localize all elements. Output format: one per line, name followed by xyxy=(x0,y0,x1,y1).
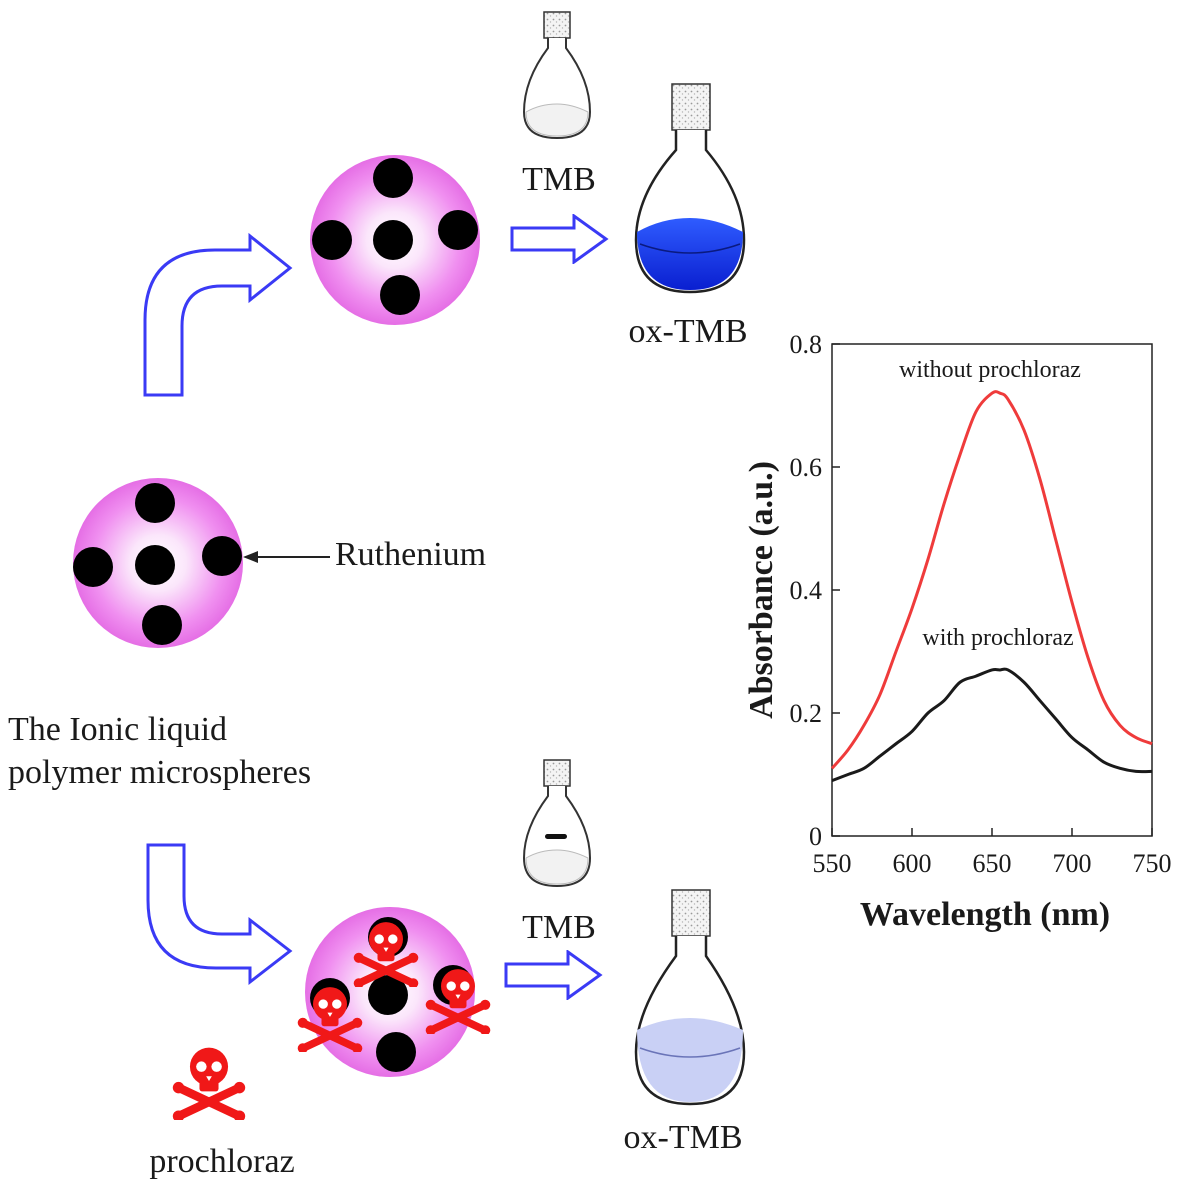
x-tick-label: 750 xyxy=(1133,849,1172,878)
microsphere-top xyxy=(310,155,480,325)
ruthenium-label: Ruthenium xyxy=(335,536,486,573)
oxtmb-label-top: ox-TMB xyxy=(629,313,748,350)
y-tick-label: 0.6 xyxy=(790,453,823,482)
x-tick-label: 600 xyxy=(893,849,932,878)
flask-tmb-top xyxy=(522,11,592,140)
microsphere-bottom xyxy=(298,907,491,1077)
flask-tmb-bottom xyxy=(522,759,592,888)
x-tick-label: 550 xyxy=(813,849,852,878)
microspheres-label-line1: The Ionic liquid xyxy=(8,711,227,748)
y-tick-label: 0.4 xyxy=(790,576,823,605)
y-tick-label: 0.8 xyxy=(790,330,823,359)
flask-oxtmb-bottom xyxy=(634,889,746,1106)
series-label-without: without prochloraz xyxy=(899,357,1081,383)
flask-oxtmb-top xyxy=(634,83,746,294)
absorbance-chart: 0 0.2 0.4 0.6 0.8 550 600 650 700 750 without pr… xyxy=(743,330,1172,933)
tmb-label-bottom: TMB xyxy=(522,909,596,946)
y-axis-title: Absorbance (a.u.) xyxy=(743,461,780,719)
series-lines xyxy=(830,390,1153,783)
arrow-right-bottom xyxy=(504,950,602,1000)
tmb-label-top: TMB xyxy=(522,161,596,198)
series-line-without-prochloraz xyxy=(830,390,1153,770)
ruthenium-pointer-arrow xyxy=(243,551,330,563)
prochloraz-skull-icon xyxy=(173,1048,245,1122)
bent-arrow-up-right xyxy=(143,232,293,397)
series-line-with-prochloraz xyxy=(831,667,1153,783)
series-label-with: with prochloraz xyxy=(922,625,1073,651)
microspheres-label-line2: polymer microspheres xyxy=(8,754,311,791)
y-tick-label: 0.2 xyxy=(790,699,823,728)
arrow-right-top xyxy=(510,214,608,264)
bent-arrow-down-right xyxy=(146,843,293,986)
x-axis-ticks: 550 600 650 700 750 xyxy=(813,828,1172,878)
prochloraz-label: prochloraz xyxy=(149,1143,294,1180)
microsphere-middle xyxy=(73,478,243,648)
x-tick-label: 650 xyxy=(973,849,1012,878)
oxtmb-label-bottom: ox-TMB xyxy=(624,1119,743,1156)
y-axis-ticks: 0 0.2 0.4 0.6 0.8 xyxy=(790,330,840,851)
x-axis-title: Wavelength (nm) xyxy=(860,896,1110,933)
y-tick-label: 0 xyxy=(809,822,822,851)
x-tick-label: 700 xyxy=(1053,849,1092,878)
